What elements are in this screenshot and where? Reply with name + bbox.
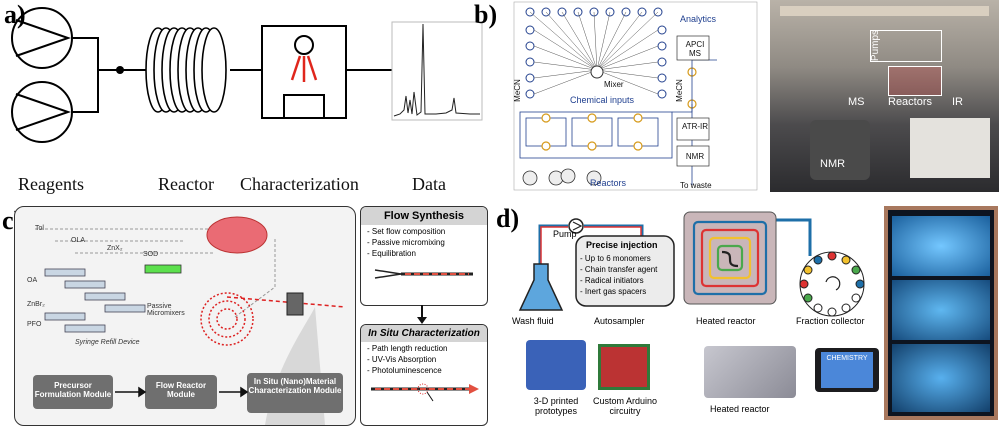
- screen-photo: CHEMISTRY: [815, 348, 879, 392]
- wash-fluid-label: Wash fluid: [512, 316, 554, 326]
- mixer-label: Mixer: [604, 80, 624, 89]
- photo-label-nmr: NMR: [820, 158, 846, 170]
- caption-reactor: Reactor: [158, 174, 214, 194]
- reagent-znbr: ZnBr₂: [27, 301, 45, 308]
- reactor-coil-icon: [145, 27, 227, 113]
- mixer-icon: [590, 65, 604, 79]
- photo-label-pumps: Pumps: [870, 29, 882, 62]
- pump-icon-top: [11, 7, 73, 69]
- arduino-photo: [598, 344, 650, 390]
- panel-d-label: d): [496, 204, 520, 233]
- reagent-sod: SOD: [143, 251, 159, 258]
- in-situ-title: In Situ Characterization: [361, 325, 487, 342]
- reactors-label: Reactors: [590, 178, 627, 188]
- caption-characterization: Characterization: [240, 174, 359, 194]
- autosampler-label: Autosampler: [594, 316, 645, 326]
- panel-d-schematic: [518, 211, 865, 317]
- panel-c-main: Tol OLA ZnX₂ SOD OA ZnBr₂ PFO Passive Mi…: [14, 206, 356, 426]
- apci-ms-label: APCI MS: [685, 40, 705, 58]
- nmr-label: NMR: [685, 152, 705, 161]
- arduino-caption: Custom Arduino circuitry: [592, 396, 658, 416]
- flow-item-2: - Passive micromixing: [367, 238, 445, 247]
- reagent-oa: OA: [27, 277, 38, 284]
- in-situ-box: In Situ Characterization - Path length r…: [360, 324, 488, 426]
- characterization-box: [261, 25, 347, 119]
- lab-photo-b: Pumps MS Reactors IR NMR: [770, 0, 999, 192]
- spectrum-plot: [391, 21, 483, 121]
- radial-lines: [529, 11, 659, 95]
- spiral-reactor: [200, 292, 254, 346]
- cloud-icon: [206, 216, 268, 254]
- fraction-collector-label: Fraction collector: [796, 316, 865, 326]
- mecn-left-label: MeCN: [512, 79, 522, 102]
- reagent-tol: Tol: [35, 225, 44, 232]
- heated-reactor-label: Heated reactor: [696, 316, 756, 326]
- heated-reactor-photo: [704, 346, 796, 398]
- in-situ-item-2: - UV-Vis Absorption: [367, 355, 437, 364]
- syringe-refill-label: Syringe Refill Device: [75, 339, 140, 346]
- analytics-label: Analytics: [680, 14, 717, 24]
- flow-synthesis-title: Flow Synthesis: [361, 207, 487, 225]
- tubing-blue: [538, 218, 812, 266]
- cabinet-photo: [884, 206, 998, 420]
- printed-caption: 3-D printed prototypes: [533, 396, 579, 416]
- module-precursor: Precursor Formulation Module: [33, 375, 113, 409]
- caption-data: Data: [412, 174, 446, 194]
- panel-b-label: b): [474, 0, 498, 29]
- pump-label: Pump: [553, 229, 577, 239]
- panel-a-schematic: [11, 7, 483, 143]
- reagent-znx: ZnX₂: [107, 245, 123, 252]
- precise-injection-title: Precise injection: [586, 240, 658, 250]
- light-rays: [290, 55, 318, 82]
- passive-micromixers-label: Passive Micromixers: [147, 303, 185, 317]
- injection-item-2: - Chain transfer agent: [580, 265, 658, 274]
- photo-label-reactors: Reactors: [888, 96, 933, 108]
- injection-item-1: - Up to 6 monomers: [580, 254, 651, 263]
- junction-dot: [116, 66, 124, 74]
- tubing-red: [540, 226, 642, 266]
- photo-label-ir: IR: [952, 96, 963, 108]
- photo-label-ms: MS: [848, 96, 865, 108]
- heated-caption: Heated reactor: [710, 404, 770, 414]
- flow-item-1: - Set flow composition: [367, 227, 446, 236]
- printed-prototypes-photo: [526, 340, 586, 390]
- chemical-inputs-label: Chemical inputs: [570, 95, 635, 105]
- fraction-collector-icon: [799, 251, 865, 317]
- injection-item-3: - Radical initiators: [580, 276, 644, 285]
- down-arrow-icon: [417, 305, 427, 324]
- module-characterization: In Situ (Nano)Material Characterization …: [247, 373, 343, 413]
- reactor-flasks: [522, 168, 602, 186]
- reagent-ola: OLA: [71, 237, 86, 244]
- autosampler-box: [575, 235, 675, 307]
- analytics-boxes: [676, 35, 710, 167]
- injection-item-4: - Inert gas spacers: [580, 287, 647, 296]
- flow-item-3: - Equilibration: [367, 249, 416, 258]
- tubing: [72, 37, 392, 113]
- wash-fluid-flask-icon: [518, 263, 564, 311]
- caption-reagents: Reagents: [18, 174, 84, 194]
- panel-b-schematic: [513, 1, 758, 191]
- screen-text: CHEMISTRY: [821, 352, 873, 388]
- detector-icon: [286, 292, 304, 316]
- pump-icon: [568, 218, 584, 234]
- flow-synthesis-box: Flow Synthesis - Set flow composition - …: [360, 206, 488, 306]
- green-syringe: [144, 264, 182, 274]
- in-situ-item-1: - Path length reduction: [367, 344, 448, 353]
- to-waste-label: To waste: [680, 181, 712, 190]
- syringes: [44, 268, 146, 333]
- pump-icon-bottom: [11, 81, 73, 143]
- mecn-mid-label: MeCN: [674, 79, 684, 102]
- module-flow-reactor: Flow Reactor Module: [145, 375, 217, 409]
- reagent-pfo: PFO: [27, 321, 42, 328]
- atr-ir-label: ATR-IR: [681, 122, 709, 131]
- in-situ-item-3: - Photoluminescence: [367, 366, 442, 375]
- reactor-serpentine: [692, 220, 768, 296]
- module-arrows: [115, 386, 249, 398]
